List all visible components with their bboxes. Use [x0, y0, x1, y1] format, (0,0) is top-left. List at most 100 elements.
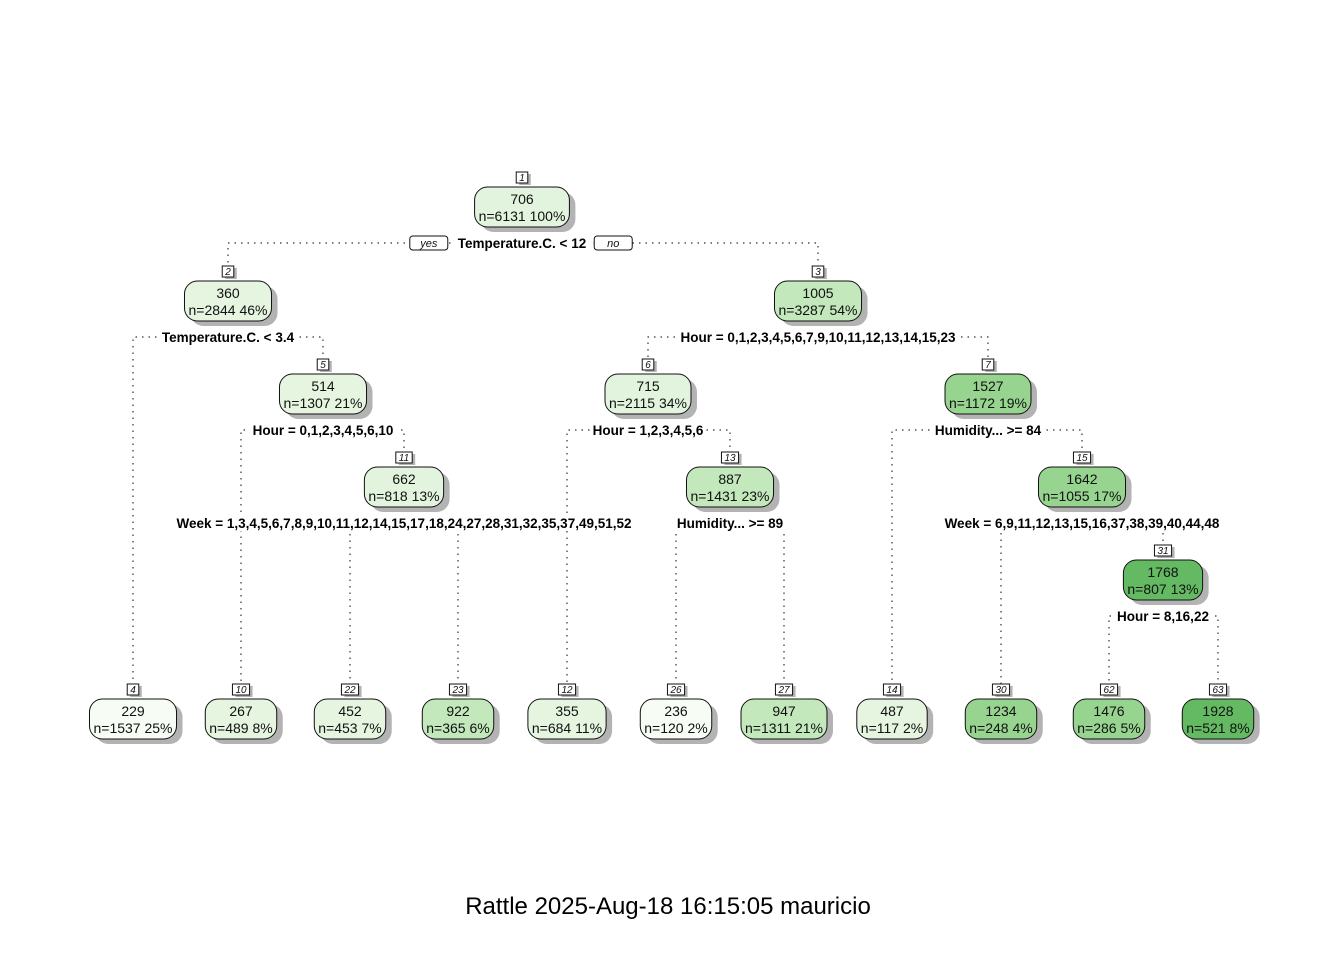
- node-count: n=120 2%: [644, 720, 707, 736]
- edge-15-30: [1000, 522, 1082, 687]
- node-id: 13: [724, 453, 736, 464]
- node-value: 922: [446, 703, 470, 719]
- node-id-box: [395, 451, 413, 464]
- node-box: [1037, 466, 1127, 508]
- node-id-box: [1153, 544, 1173, 557]
- split-label-15: Week = 6,9,11,12,13,15,16,37,38,39,40,44…: [945, 516, 1220, 531]
- split-label-bg: [589, 421, 707, 438]
- node-value: 1768: [1147, 564, 1178, 580]
- split-label-2: Temperature.C. < 3.4: [162, 330, 295, 345]
- node-box: [685, 466, 775, 508]
- node-count: n=489 8%: [209, 720, 272, 736]
- node-value: 452: [338, 703, 362, 719]
- edge-7-14: [891, 429, 988, 687]
- split-label-bg: [454, 234, 590, 251]
- node-id: 1: [519, 173, 525, 184]
- split-label-bg: [677, 328, 959, 345]
- split-label-1: Temperature.C. < 12: [458, 236, 586, 251]
- node-id: 2: [224, 267, 231, 278]
- node-box: [964, 698, 1038, 740]
- node-box: [527, 698, 607, 740]
- no-label-box: [593, 235, 633, 251]
- node-id-box: [991, 683, 1011, 696]
- edge-7-15: [988, 429, 1083, 455]
- node-value: 1234: [985, 703, 1016, 719]
- node-id-box: [221, 265, 235, 278]
- node-box: [1072, 698, 1146, 740]
- node-id: 5: [320, 360, 326, 371]
- node-count: n=365 6%: [426, 720, 489, 736]
- split-label-3: Hour = 0,1,2,3,4,5,6,7,9,10,11,12,13,14,…: [680, 330, 956, 345]
- node-count: n=117 2%: [861, 720, 923, 736]
- edge-11-22: [349, 522, 404, 687]
- node-value: 715: [636, 378, 660, 394]
- yes-label: yes: [419, 238, 438, 250]
- split-label-bg: [249, 421, 397, 438]
- node-value: 1476: [1093, 703, 1124, 719]
- yes-label-box: [409, 235, 449, 251]
- node-count: n=818 13%: [368, 488, 439, 504]
- node-value: 360: [216, 285, 240, 301]
- node-box: [740, 698, 828, 740]
- edge-6-12: [566, 429, 648, 687]
- node-value: 267: [229, 703, 253, 719]
- node-id: 62: [1103, 685, 1115, 696]
- node-box: [278, 373, 368, 415]
- edge-5-10: [240, 429, 323, 687]
- node-count: n=2115 34%: [609, 395, 687, 411]
- node-count: n=684 11%: [532, 720, 602, 736]
- node-id: 30: [995, 685, 1007, 696]
- node-id: 22: [343, 685, 356, 696]
- node-id: 4: [130, 685, 136, 696]
- node-id: 3: [815, 267, 821, 278]
- split-label-bg: [158, 328, 298, 345]
- node-count: n=6131 100%: [479, 208, 566, 224]
- node-value: 706: [510, 191, 534, 207]
- node-count: n=1431 23%: [690, 488, 769, 504]
- node-value: 1005: [802, 285, 833, 301]
- node-id-box: [1099, 683, 1119, 696]
- node-count: n=807 13%: [1127, 581, 1198, 597]
- node-value: 514: [311, 378, 335, 394]
- edge-13-26: [675, 522, 730, 687]
- node-id-box: [720, 451, 740, 464]
- edge-3-6: [647, 336, 818, 362]
- edge-31-63: [1163, 615, 1219, 687]
- no-label: no: [607, 238, 619, 250]
- node-value: 487: [880, 703, 904, 719]
- node-id-box: [882, 683, 902, 696]
- node-box: [204, 698, 278, 740]
- node-id: 63: [1212, 685, 1224, 696]
- split-label-5: Hour = 0,1,2,3,4,5,6,10: [253, 423, 394, 438]
- node-id-box: [666, 683, 686, 696]
- node-count: n=453 7%: [318, 720, 381, 736]
- node-value: 1928: [1202, 703, 1233, 719]
- node-value: 1642: [1066, 471, 1097, 487]
- node-id: 12: [561, 685, 573, 696]
- plot-caption: Rattle 2025-Aug-18 16:15:05 mauricio: [465, 893, 871, 920]
- node-box: [944, 373, 1032, 415]
- edge-31-62: [1108, 615, 1163, 687]
- node-id-box: [515, 171, 529, 184]
- node-box: [773, 280, 863, 322]
- node-id-box: [981, 358, 995, 371]
- split-label-bg: [173, 514, 635, 531]
- node-id-box: [340, 683, 360, 696]
- node-id-box: [774, 683, 794, 696]
- edge-2-4: [132, 336, 228, 687]
- tree-edges: [132, 242, 1219, 687]
